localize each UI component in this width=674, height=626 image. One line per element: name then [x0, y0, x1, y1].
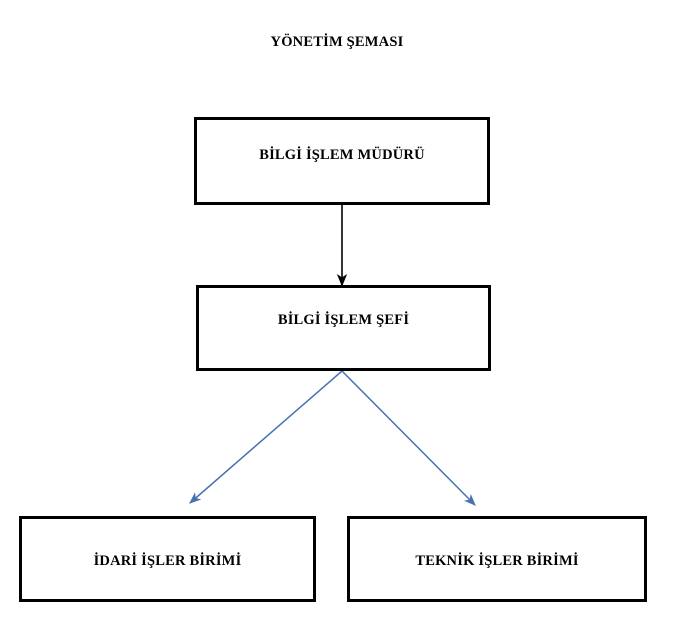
- connector-sef-to-teknik: [341, 370, 476, 506]
- org-node-teknik-isler-birimi[interactable]: TEKNİK İŞLER BİRİMİ: [347, 516, 647, 602]
- page-title: YÖNETİM ŞEMASI: [270, 34, 404, 50]
- org-node-label: TEKNİK İŞLER BİRİMİ: [415, 553, 579, 569]
- org-node-bilgi-islem-muduru[interactable]: BİLGİ İŞLEM MÜDÜRÜ: [194, 117, 490, 205]
- org-node-bilgi-islem-sefi[interactable]: BİLGİ İŞLEM ŞEFİ: [196, 285, 491, 371]
- connector-sef-to-idari: [189, 370, 343, 504]
- org-node-label: BİLGİ İŞLEM MÜDÜRÜ: [259, 147, 425, 163]
- org-node-label: BİLGİ İŞLEM ŞEFİ: [277, 312, 410, 328]
- org-node-label: İDARİ İŞLER BİRİMİ: [93, 553, 242, 569]
- org-node-idari-isler-birimi[interactable]: İDARİ İŞLER BİRİMİ: [19, 516, 316, 602]
